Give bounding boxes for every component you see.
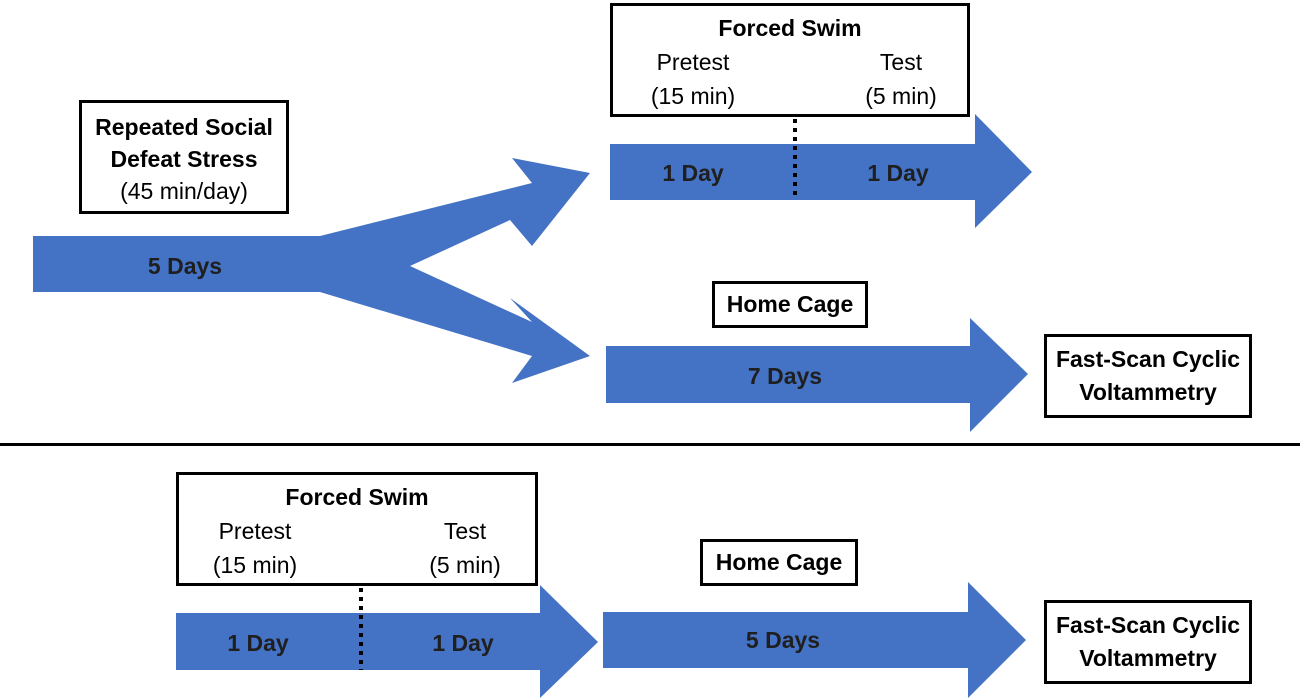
bottom-swim-day1-label: 1 Day bbox=[227, 630, 289, 656]
bottom-forced-swim-title: Forced Swim bbox=[285, 484, 429, 510]
bottom-pretest-label: Pretest bbox=[218, 518, 292, 544]
top-pretest-duration: (15 min) bbox=[650, 83, 736, 109]
top-forced-swim-title: Forced Swim bbox=[718, 15, 862, 41]
top-home-cage-arrow-label: 7 Days bbox=[747, 363, 823, 389]
stress-arrow-label: 5 Days bbox=[147, 253, 223, 279]
stress-box: Repeated Social Defeat Stress (45 min/da… bbox=[79, 100, 289, 214]
bottom-test-duration: (5 min) bbox=[429, 552, 501, 578]
top-swim-arrow bbox=[610, 114, 1032, 228]
top-home-cage-arrow bbox=[606, 318, 1028, 432]
bottom-swim-arrow bbox=[176, 585, 598, 698]
top-fscv-box: Fast-Scan Cyclic Voltammetry bbox=[1044, 334, 1252, 418]
section-divider bbox=[0, 443, 1300, 446]
top-forced-swim-box: Forced Swim Pretest (15 min) Test (5 min… bbox=[610, 3, 970, 117]
stress-title-line2: Defeat Stress bbox=[110, 146, 258, 172]
bottom-home-cage-arrow-label: 5 Days bbox=[745, 627, 821, 653]
top-fscv-line2: Voltammetry bbox=[1079, 379, 1217, 405]
bottom-swim-day2-label: 1 Day bbox=[432, 630, 494, 656]
top-swim-day1-label: 1 Day bbox=[662, 160, 724, 186]
top-test-label: Test bbox=[879, 49, 923, 75]
bottom-fscv-line1: Fast-Scan Cyclic bbox=[1055, 612, 1241, 638]
bottom-fscv-box: Fast-Scan Cyclic Voltammetry bbox=[1044, 600, 1252, 684]
bottom-home-cage-title: Home Cage bbox=[715, 549, 843, 575]
bottom-home-cage-arrow bbox=[603, 582, 1026, 698]
top-pretest-label: Pretest bbox=[656, 49, 730, 75]
top-home-cage-box: Home Cage bbox=[712, 281, 868, 328]
stress-detail: (45 min/day) bbox=[120, 178, 248, 204]
top-test-duration: (5 min) bbox=[865, 83, 937, 109]
bottom-home-cage-box: Home Cage bbox=[700, 539, 858, 586]
top-fscv-line1: Fast-Scan Cyclic bbox=[1055, 346, 1241, 372]
stress-title-line1: Repeated Social bbox=[95, 114, 273, 140]
top-swim-day2-label: 1 Day bbox=[867, 160, 929, 186]
bottom-forced-swim-box: Forced Swim Pretest (15 min) Test (5 min… bbox=[176, 472, 538, 586]
bottom-pretest-duration: (15 min) bbox=[212, 552, 298, 578]
stress-fork-arrow bbox=[33, 158, 590, 383]
bottom-fscv-line2: Voltammetry bbox=[1079, 645, 1217, 671]
bottom-test-label: Test bbox=[443, 518, 487, 544]
top-home-cage-title: Home Cage bbox=[726, 291, 854, 317]
